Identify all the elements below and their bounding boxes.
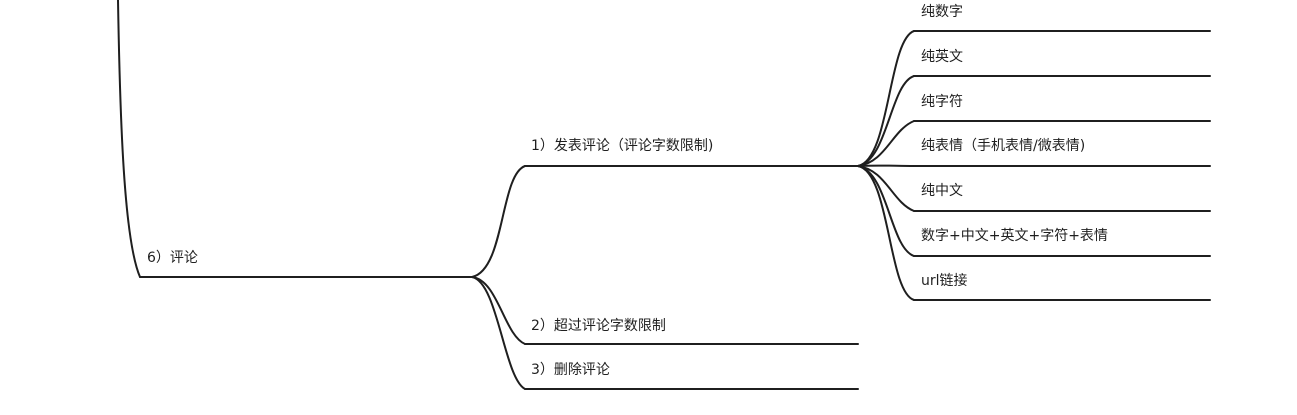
node-leaf-mixed[interactable]: 数字+中文+英文+字符+表情 [921, 228, 1108, 244]
connector-leaf-6 [857, 165, 915, 257]
connector-leaf-3 [857, 120, 915, 167]
node-leaf-english[interactable]: 纯英文 [921, 49, 963, 65]
node-leaf-url[interactable]: url链接 [921, 273, 968, 289]
node-leaf-emoji[interactable]: 纯表情（手机表情/微表情) [921, 138, 1086, 154]
connector-leaf-1 [857, 30, 915, 167]
node-publish-comment[interactable]: 1）发表评论（评论字数限制) [531, 138, 714, 154]
node-comment[interactable]: 6）评论 [147, 250, 198, 266]
node-delete-comment[interactable]: 3）删除评论 [531, 362, 610, 378]
connector-leaf-2 [857, 75, 915, 167]
node-leaf-digits[interactable]: 纯数字 [921, 4, 963, 20]
connector-leaf-7 [857, 165, 915, 301]
node-leaf-chinese[interactable]: 纯中文 [921, 183, 963, 199]
connector-to-exceed [471, 276, 526, 345]
connector-to-publish [471, 165, 526, 278]
node-exceed-limit[interactable]: 2）超过评论字数限制 [531, 318, 666, 334]
connector-to-delete [471, 276, 526, 390]
connector-trunk [117, 0, 141, 278]
node-leaf-symbols[interactable]: 纯字符 [921, 94, 963, 110]
connector-leaf-5 [857, 165, 915, 212]
